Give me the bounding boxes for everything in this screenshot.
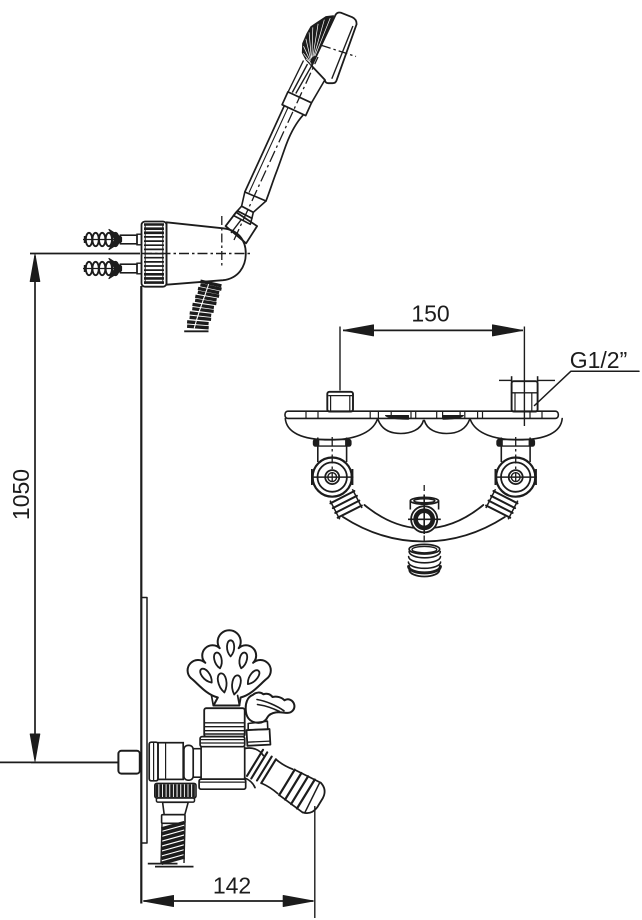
svg-text:1050: 1050	[8, 469, 34, 520]
svg-text:150: 150	[411, 301, 449, 327]
svg-text:142: 142	[213, 873, 251, 899]
svg-text:G1/2”: G1/2”	[570, 347, 628, 373]
